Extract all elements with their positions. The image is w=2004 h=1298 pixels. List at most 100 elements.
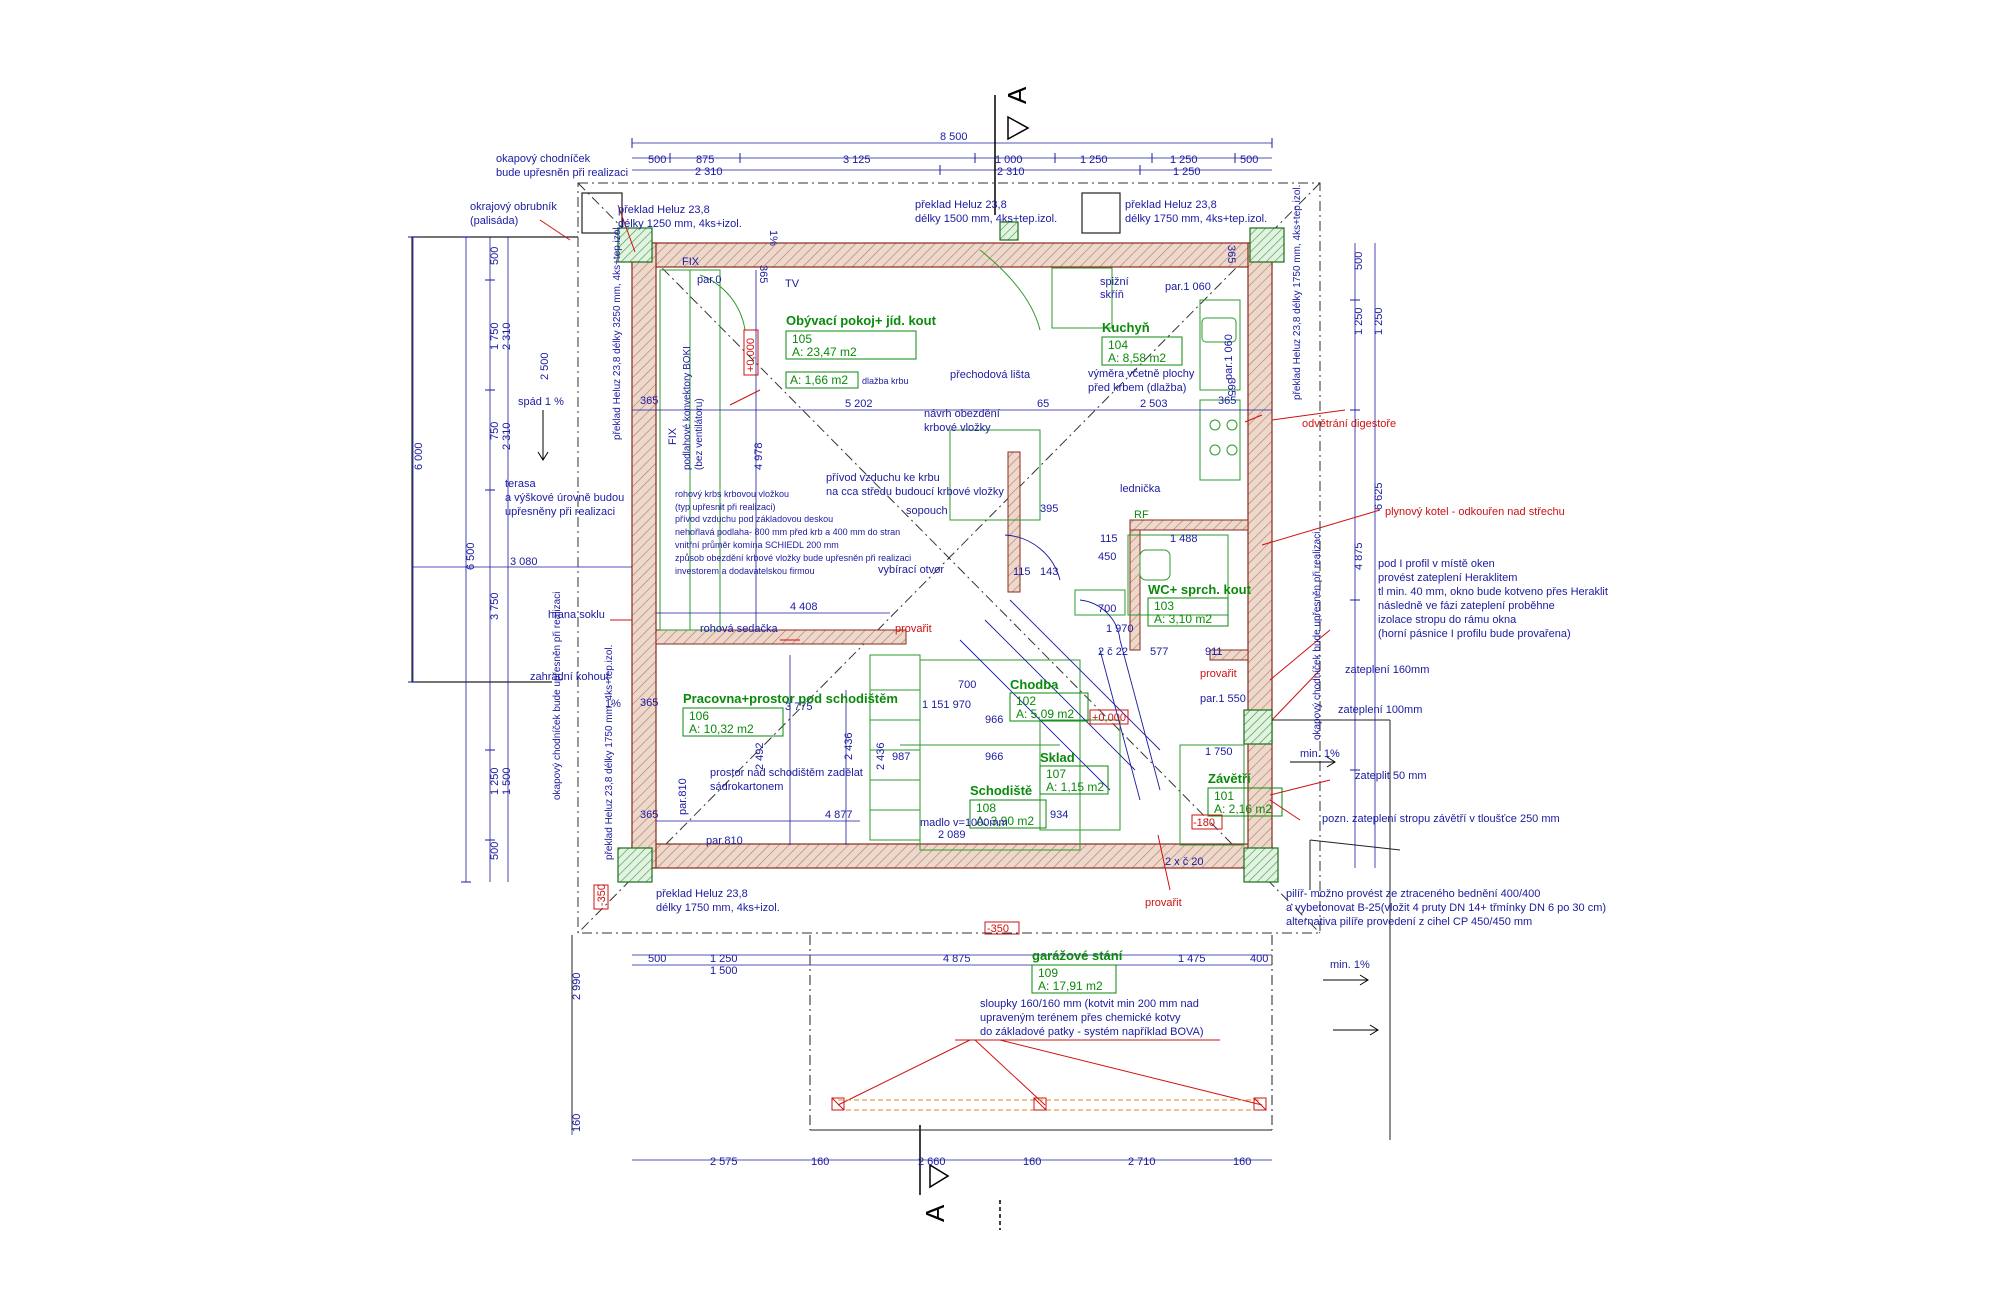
note-navrh-1: návrh obezdění [924,408,1000,420]
roof-outline [577,182,1321,934]
dim-top2-3: 1 250 [1173,166,1201,178]
room-108: Schodiště 108 A: 3,90 m2 [969,783,1047,829]
note-pozn: pozn. zateplení stropu závětří v tloušťc… [1322,813,1560,825]
dim-inner-1970: 1 970 [1106,623,1134,635]
opening-7: 365 [1225,378,1237,396]
room-name: Sklad [1040,750,1075,765]
height-350b: -350 [987,923,1009,935]
note-preklad-bl-2: délky 1750 mm, 4ks+izol. [656,902,780,914]
terrace-outline [411,192,1121,683]
dim-top2-1: 2 310 [695,166,723,178]
room-101: Závětří 101 A: 2,16 m2 [1207,771,1283,817]
room-102: Chodba 102 A: 5,09 m2 [1009,677,1089,722]
note-provarit-1: provařit [895,623,932,635]
dim-top-total: 8 500 [940,131,968,143]
note-profil: pod I profil v místě oken provést zatepl… [1378,558,1608,640]
section-markers [919,95,1030,1230]
fireplace-area: A: 1,66 m2 dlažba krbu [785,371,909,389]
dim-bottom-5: 2 710 [1128,1156,1156,1168]
krb-line: nehořlavá podlaha- 800 mm před krb a 400… [675,527,900,537]
dimension-lines [412,142,1376,1161]
room-num: 106 [689,709,709,723]
dim-bottom-1: 2 575 [710,1156,738,1168]
note-terasa-3: upřesněny při realizaci [505,506,615,518]
interior-walls [655,451,1249,661]
dim-inner-3775: 3 775 [785,701,813,713]
staircase [959,534,1161,801]
note-zateplit50: zateplit 50 mm [1355,770,1427,782]
note-vybiraci: vybírací otvor [878,564,944,576]
dim-misc-2500: 2 500 [539,352,551,380]
note-krb: rohový krbs krbovou vložkou (typ upřesni… [675,489,911,576]
note-par810a: par.810 [677,778,689,815]
opening-5: 365 [757,265,769,283]
dim-right-c: 6 625 [1373,482,1385,510]
room-name: Obývací pokoj+ jíd. kout [786,313,937,328]
krb-line: investorem a dodavatelskou firmou [675,566,815,576]
room-name: WC+ sprch. kout [1148,582,1252,597]
dim-top-7: 500 [1240,154,1258,166]
dim-bottom-6: 160 [1233,1156,1251,1168]
dim-left-e: 1 250 [489,767,501,795]
note-okapovy-1: okapový chodníček [496,153,591,165]
dim-left2-a: 2 310 [501,322,513,350]
dim-top-2: 875 [696,154,714,166]
dim-inner-395: 395 [1040,503,1058,515]
krb-line: způsob obezdění krbové vložky bude upřes… [675,553,911,563]
note-par0: par.0 [697,274,721,286]
dim-garage-left-1: 2 990 [571,972,583,1000]
room-name: Pracovna+prostor pod schodištěm [683,691,898,706]
dim-right-d: 4 875 [1353,542,1365,570]
note-lednicka: lednička [1120,483,1161,495]
profil-line: pod I profil v místě oken [1378,558,1495,570]
dim-left-a: 500 [489,247,501,265]
dim-top2-2: 2 310 [997,166,1025,178]
dim-inner-2089: 2 089 [938,829,966,841]
note-prechodova: přechodová lišta [950,369,1031,381]
note-okapovy-right: okapový chodníček bude upřesněn při real… [1312,532,1323,740]
note-min1-a: min. 1% [1300,748,1340,760]
room-105: Obývací pokoj+ jíd. kout 105 A: 23,47 m2 [785,313,937,360]
room-name: Závětří [1208,771,1251,786]
krb-line: přívod vzduchu pod základovou deskou [675,514,833,524]
fireplace-area-value: A: 1,66 m2 [790,373,848,387]
dim-garage-left-2: 160 [571,1114,583,1132]
dim-garage-3: 4 875 [943,953,971,965]
dim-inner-65: 65 [1037,398,1049,410]
profil-line: izolace stropu do rámu okna [1378,614,1517,626]
note-konvektory-2: (bez ventilátoru) [694,398,705,470]
note-vymera-2: před krbem (dlažba) [1088,382,1186,394]
dim-inner-5202: 5 202 [845,398,873,410]
dim-right-b: 1 250 [1353,307,1365,335]
dim-misc-2436a: 2 436 [843,732,855,760]
note-madlo: madlo v=1000mm [920,817,1008,829]
opening-6: 365 [1225,245,1237,263]
slope-arrows [537,410,1379,1036]
fixtures [659,249,1245,851]
room-name: Schodiště [970,783,1032,798]
dim-inner-987: 987 [892,751,910,763]
opening-4: 365 [640,809,658,821]
note-one-percent: 1% [767,230,779,246]
dim-top-1: 500 [648,154,666,166]
room-107: Sklad 107 A: 1,15 m2 [1039,750,1109,795]
room-area: A: 8,58 m2 [1108,351,1166,365]
dim-inner-115b: 115 [1013,566,1031,578]
profil-line: (horní pásnice I profilu bude provařena) [1378,628,1571,640]
note-tv: TV [785,278,800,290]
krb-line: vnitřní průměr komína SCHIEDL 200 mm [675,540,839,550]
note-sloupky-2: upraveným terénem přes chemické kotvy [980,1012,1181,1024]
dimension-ticks [408,138,1360,883]
dim-bottom-4: 160 [1023,1156,1041,1168]
room-area: A: 10,32 m2 [689,722,754,736]
garage-beam [838,1099,1262,1111]
section-mark-top: A [1002,86,1032,104]
room-num: 108 [976,801,996,815]
note-okapovy-left: okapový chodníček bude upřesněn při real… [552,592,563,800]
height-180: -180 [1193,817,1215,829]
note-okapovy-2: bude upřesněn při realizaci [496,167,628,179]
dim-inner-700a: 700 [958,679,976,691]
dim-right-e: 1 250 [1373,307,1385,335]
note-zatepleni-160: zateplení 160mm [1345,664,1429,676]
